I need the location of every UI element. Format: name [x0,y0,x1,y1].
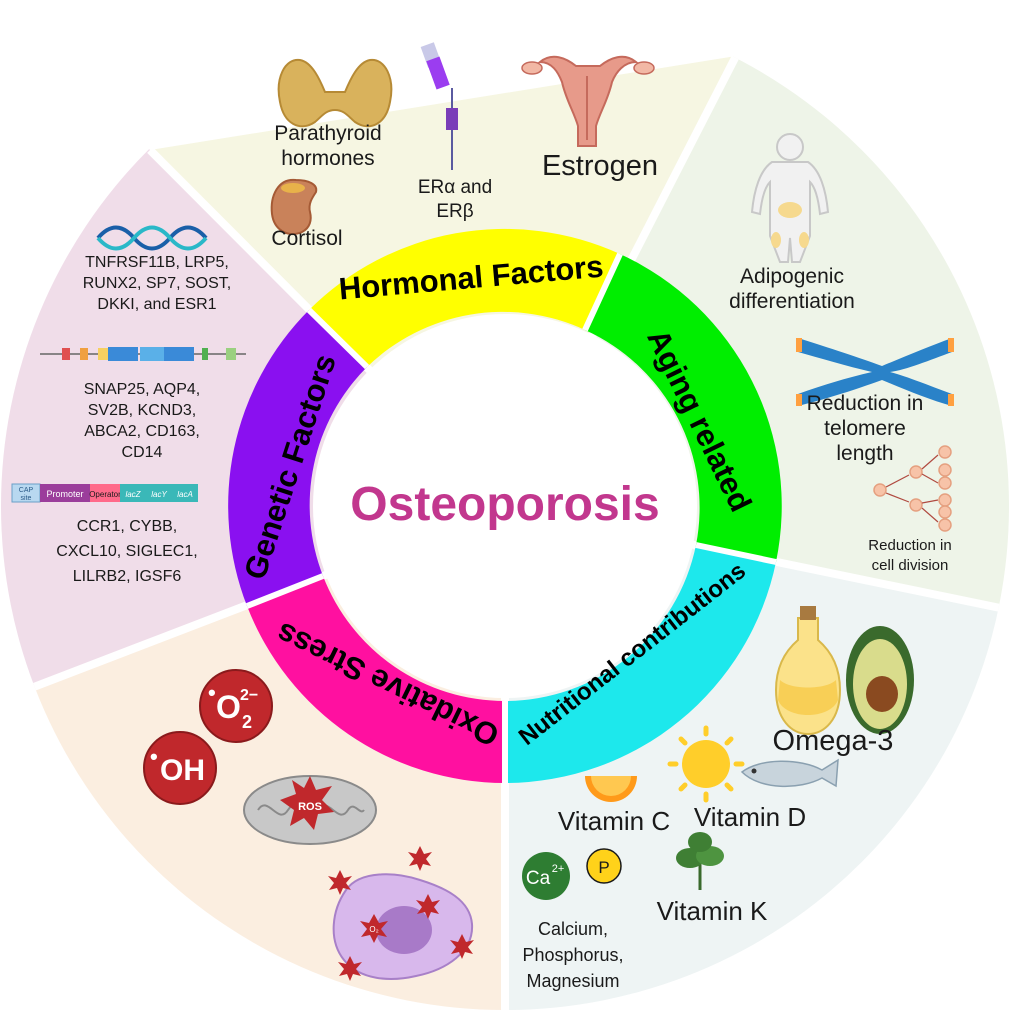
sun-icon [667,725,745,803]
inner-ring [228,228,782,783]
kidney-icon [270,178,318,235]
center-title: Osteoporosis [350,478,659,531]
operon-cap: CAP [19,487,34,494]
oil-bottle-icon [774,606,842,736]
ring-segment-hormonal [309,228,620,367]
vitamin-c-label: Vitamin C [558,806,670,836]
gene-group-2-line-4: CD14 [122,444,163,461]
aging-section: Adipogenic differentiation Reduction in … [729,133,954,574]
er-label-2: ERβ [436,201,473,222]
gene-group-1-line-3: DKKI, and ESR1 [97,296,216,313]
mitochondrion-icon: ROS [243,775,377,845]
cell-division-icon [873,445,952,532]
vitamin-d-label: Vitamin D [694,802,806,832]
ring-segment-oxidative [247,576,505,783]
gene-group-1-line-2: RUNX2, SP7, SOST, [83,275,232,292]
adipogenic-label-2: differentiation [729,290,855,313]
chromosome-icon [796,338,954,406]
operon-lacy: lacY [151,490,167,499]
calcium-charge: 2+ [552,863,565,875]
minerals-label: Calcium, [538,919,608,939]
genetic-section: TNFRSF11B, LRP5, RUNX2, SP7, SOST, DKKI,… [11,225,246,585]
dna-helix-icon [96,225,208,251]
phosphorus-badge: P [586,848,622,884]
calcium-badge: Ca 2+ [522,852,570,900]
ring-segment-genetic [228,310,367,606]
calcium-symbol: Ca [526,868,551,889]
receptor-icon [420,42,458,170]
superoxide-subscript: 2 [242,712,252,732]
uterus-icon [521,55,655,147]
thyroid-icon [277,58,393,128]
telomere-label: Reduction in [807,392,924,415]
ros-burst [408,846,432,871]
omega-label: Omega-3 [773,725,894,757]
superoxide-bubble: • O 2 2− [199,669,273,743]
avocado-icon [846,626,914,734]
body-icon [750,133,830,263]
er-label: ERα and [418,177,492,198]
ros-burst [416,894,440,919]
phosphorus-symbol: P [598,858,609,877]
parathyroid-label: Parathyroid [274,122,381,145]
gene-group-3-line-1: CCR1, CYBB, [77,518,177,535]
spinach-icon [676,832,724,890]
nutritional-section: Omega-3 Vitamin C Vitamin D [522,606,914,991]
hydroxyl-dot: • [150,744,158,769]
gene-group-2-line-1: SNAP25, AQP4, [84,381,201,398]
operon-laca: lacA [177,490,193,499]
telomere-label-3: length [836,442,893,465]
cell-division-label-2: cell division [872,557,949,574]
ros-bursts: O₂ [328,846,474,981]
operon-operator: Operator [89,490,121,499]
superoxide-symbol: O [216,689,241,725]
ros-burst [450,934,474,959]
ros-label: ROS [298,801,322,813]
superoxide-superscript: 2− [240,687,258,704]
operon-site: site [21,495,32,502]
ring-segment-nutritional [505,545,776,783]
hydroxyl-bubble: • OH [143,731,217,805]
operon-diagram: CAP site Promoter Operator lacZ lacY lac… [11,483,198,503]
ros-burst [328,870,352,895]
ros-burst [338,956,362,981]
oxidative-section: • O 2 2− • OH ROS [143,669,474,981]
ros-burst-label: O₂ [369,925,378,934]
operon-lacz: lacZ [125,490,141,499]
gene-group-3-line-3: LILRB2, IGSF6 [73,568,182,585]
vitamin-k-label: Vitamin K [657,896,768,926]
minerals-label-2: Phosphorus, [522,945,623,965]
gene-group-2-line-2: SV2B, KCND3, [88,402,196,419]
superoxide-dot: • [208,680,216,705]
gene-group-2-line-3: ABCA2, CD163, [84,423,200,440]
hydroxyl-symbol: OH [160,754,205,787]
orange-icon [585,776,637,802]
cell-division-label: Reduction in [868,537,951,554]
center-disc [313,314,697,698]
telomere-label-2: telomere [824,417,906,440]
cell-icon [332,873,474,980]
minerals-label-3: Magnesium [526,971,619,991]
ring-segment-aging [585,254,782,562]
fish-icon [740,758,839,788]
parathyroid-label-2: hormones [281,147,374,170]
ros-burst: O₂ [360,914,388,943]
hormonal-section: Parathyroid hormones Cortisol ERα and ER… [270,42,658,250]
cortisol-label: Cortisol [271,227,342,250]
estrogen-label: Estrogen [542,150,658,182]
operon-promoter: Promoter [46,489,83,499]
gene-map-icon [40,347,246,361]
adipogenic-label: Adipogenic [740,265,844,288]
gene-group-1-line-1: TNFRSF11B, LRP5, [85,254,229,271]
gene-group-3-line-2: CXCL10, SIGLEC1, [56,543,197,560]
